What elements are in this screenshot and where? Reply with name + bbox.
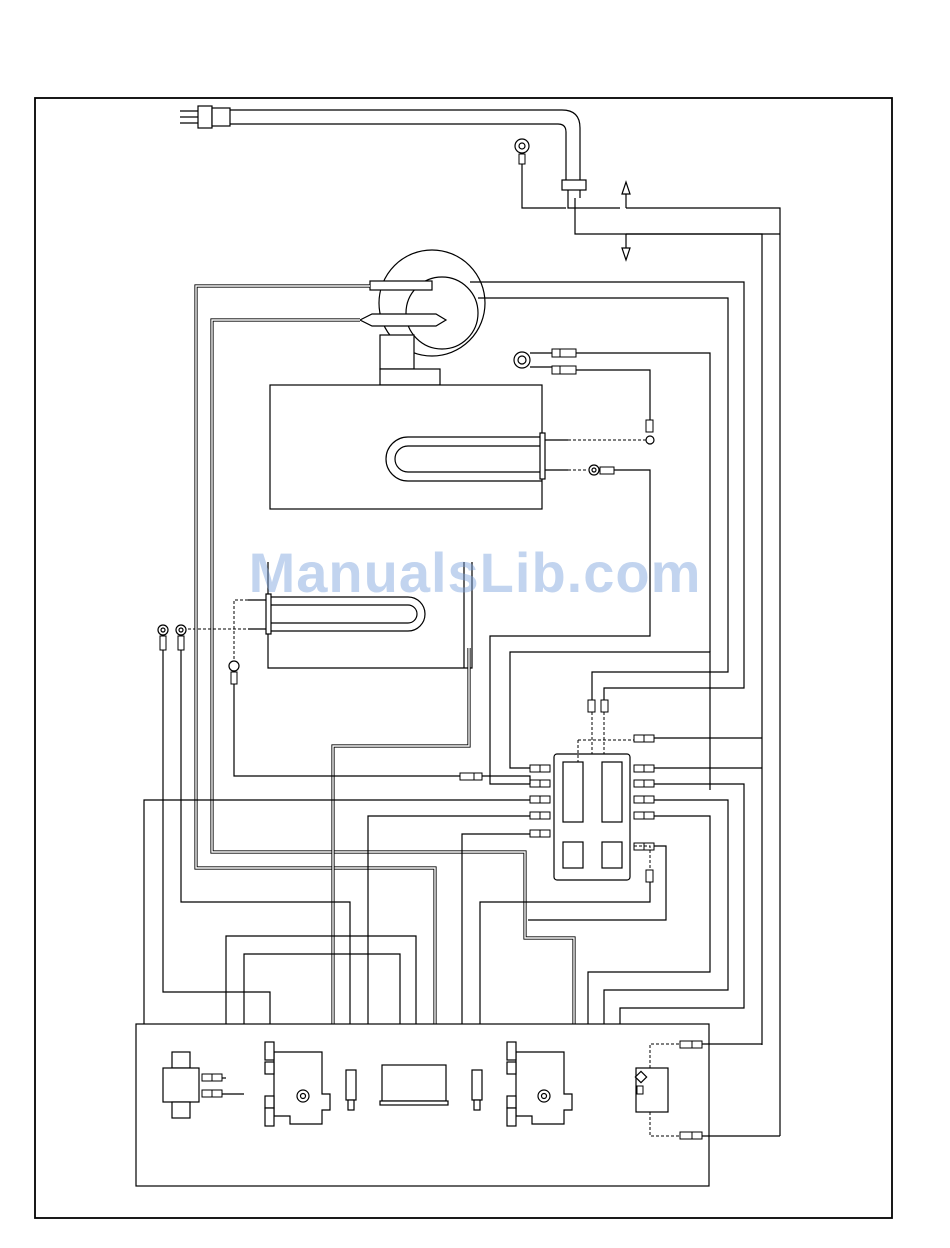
terminal-block-left-connectors [530,765,550,837]
center-control-box [380,1065,448,1105]
blower-motor [360,250,485,385]
power-cord [230,110,586,198]
lower-oven-compartment [268,562,472,668]
upper-oven-compartment [270,385,542,509]
left-ring-terminals [158,625,186,650]
ground-ring-terminal [515,139,566,208]
thermostat-switch [514,349,576,374]
fuse-left [346,1070,356,1110]
power-cord-plug [180,106,230,128]
wire-nut-top [622,182,630,208]
left-control-module [265,1042,330,1126]
terminal-block [554,754,630,880]
fuse-right [472,1070,482,1110]
terminal-block-right-connectors [634,735,654,850]
right-control-module [507,1042,572,1126]
wire-nut-bottom [622,234,630,260]
